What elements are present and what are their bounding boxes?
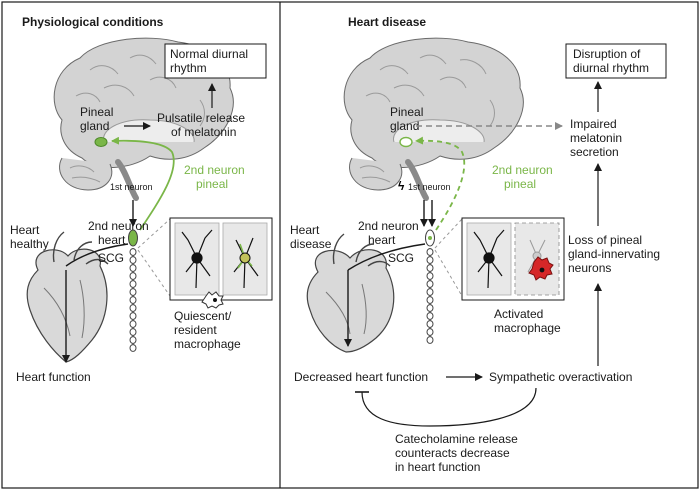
loss-label-1: Loss of pineal — [568, 233, 642, 247]
pineal-label-right-2: gland — [390, 119, 419, 133]
pineal-label-right-1: Pineal — [390, 105, 423, 119]
second-neuron-pineal-label-left-1: 2nd neuron — [184, 163, 245, 177]
sympathetic-chain-left — [129, 248, 137, 352]
chain-ganglion — [426, 248, 434, 256]
chain-ganglion — [426, 312, 434, 320]
chain-ganglion — [129, 280, 137, 288]
heart-function-label: Heart function — [16, 370, 91, 384]
second-neuron-heart-label-right-2: heart — [368, 233, 396, 247]
inset-leader-left-2 — [137, 249, 171, 297]
second-neuron-pineal-label-right-2: pineal — [504, 177, 536, 191]
chain-ganglion — [426, 288, 434, 296]
inset-leader-right-1 — [434, 218, 463, 249]
melatonin-label-right-3: secretion — [570, 145, 619, 159]
normal-diurnal-text-1: Normal diurnal — [170, 47, 248, 61]
melatonin-label-right-2: melatonin — [570, 131, 622, 145]
disruption-diurnal-text-2: diurnal rhythm — [573, 61, 649, 75]
second-neuron-heart-label-left-1: 2nd neuron — [88, 219, 149, 233]
chain-ganglion — [129, 296, 137, 304]
pineal-gland-right — [399, 136, 413, 148]
chain-ganglion — [129, 328, 137, 336]
chain-ganglion — [426, 304, 434, 312]
chain-ganglion — [426, 280, 434, 288]
chain-ganglion — [129, 336, 137, 344]
pineal-label-left-1: Pineal — [80, 105, 113, 119]
disruption-diurnal-box — [565, 43, 667, 79]
scg-label-left: SCG — [98, 251, 124, 265]
catecholamine-feedback-arc — [361, 387, 537, 427]
macrophage-label-left-3: macrophage — [174, 337, 241, 351]
right-panel: Heart disease Pineal gland Impaired mela… — [290, 15, 667, 474]
lightning-icon: ϟ — [398, 179, 405, 193]
left-panel-title: Physiological conditions — [22, 15, 164, 29]
catecholamine-label-3: in heart function — [395, 460, 480, 474]
heart-illustration-left — [26, 231, 109, 363]
resident-macrophage-icon-left — [201, 291, 224, 309]
neuron-with-macrophage-icon-left — [233, 237, 259, 289]
left-panel: Physiological conditions Pineal gland Pu… — [10, 15, 273, 384]
chain-ganglion — [129, 248, 137, 256]
chain-ganglion — [129, 264, 137, 272]
macrophage-label-right-2: macrophage — [494, 321, 561, 335]
loss-label-3: neurons — [568, 261, 611, 275]
activated-macrophage-icon — [528, 256, 554, 281]
chain-ganglion — [129, 312, 137, 320]
heart-state-label-right-1: Heart — [290, 223, 320, 237]
chain-ganglion — [426, 296, 434, 304]
macrophage-label-left-2: resident — [174, 323, 217, 337]
heart-illustration-right — [306, 233, 395, 353]
right-panel-title: Heart disease — [348, 15, 426, 29]
chain-ganglion — [426, 256, 434, 264]
decreased-heart-function-label: Decreased heart function — [294, 370, 428, 384]
melatonin-label-right-1: Impaired — [570, 117, 617, 131]
chain-ganglion — [129, 344, 137, 352]
macrophage-label-left-1: Quiescent/ — [174, 309, 232, 323]
pineal-gland-left — [94, 137, 108, 147]
inset-leader-right-2 — [434, 249, 463, 297]
chain-ganglion — [426, 336, 434, 344]
chain-ganglion — [129, 256, 137, 264]
scg-ganglion-core-right — [428, 236, 432, 240]
chain-ganglion — [426, 328, 434, 336]
neuron-cell-icon-right — [473, 229, 505, 289]
second-neuron-pineal-label-left-2: pineal — [196, 177, 228, 191]
second-neuron-pineal-path-right — [415, 136, 466, 231]
normal-diurnal-box — [164, 43, 267, 79]
second-neuron-pineal-label-right-1: 2nd neuron — [492, 163, 553, 177]
catecholamine-label-2: counteracts decrease — [395, 446, 510, 460]
disruption-diurnal-text-1: Disruption of — [573, 47, 641, 61]
first-neuron-label-right: 1st neuron — [408, 182, 451, 192]
neuron-cell-icon-left — [181, 229, 213, 289]
sympathetic-overactivation-label: Sympathetic overactivation — [489, 370, 632, 384]
sympathetic-chain-right — [426, 248, 434, 344]
chain-ganglion — [129, 272, 137, 280]
heart-state-label-left-2: healthy — [10, 237, 49, 251]
second-neuron-pineal-path-left — [111, 136, 175, 231]
macrophage-label-right-1: Activated — [494, 307, 543, 321]
melatonin-label-left-1: Pulsatile release — [157, 111, 245, 125]
pineal-label-left-2: gland — [80, 119, 109, 133]
second-neuron-heart-label-left-2: heart — [98, 233, 126, 247]
second-neuron-heart-label-right-1: 2nd neuron — [358, 219, 419, 233]
scg-ganglion-left — [128, 229, 138, 247]
normal-diurnal-text-2: rhythm — [170, 61, 207, 75]
first-neuron-label-left: 1st neuron — [110, 182, 153, 192]
inset-leader-left-1 — [137, 218, 171, 249]
heart-state-label-right-2: disease — [290, 237, 332, 251]
chain-ganglion — [426, 264, 434, 272]
nerve-to-heart-left — [65, 243, 129, 267]
melatonin-label-left-2: of melatonin — [171, 125, 236, 139]
chain-ganglion — [129, 288, 137, 296]
chain-ganglion — [426, 272, 434, 280]
chain-ganglion — [129, 320, 137, 328]
scg-label-right: SCG — [388, 251, 414, 265]
nerve-to-heart-right — [347, 243, 426, 271]
catecholamine-label-1: Catecholamine release — [395, 432, 518, 446]
chain-ganglion — [129, 304, 137, 312]
heart-state-label-left-1: Heart — [10, 223, 40, 237]
chain-ganglion — [426, 320, 434, 328]
loss-label-2: gland-innervating — [568, 247, 660, 261]
